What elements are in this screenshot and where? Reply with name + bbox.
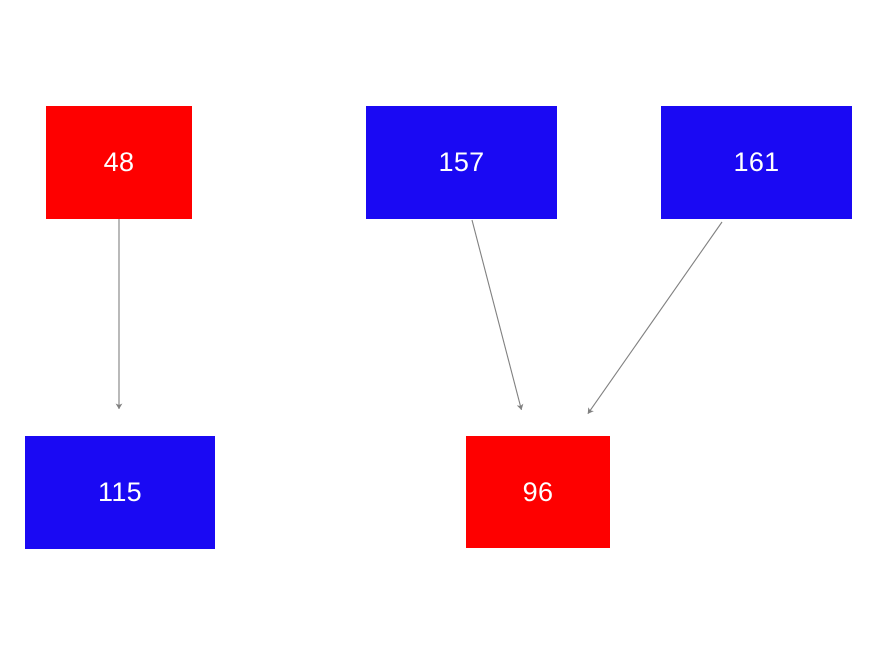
edges-group [115,219,723,415]
node-157[interactable]: 157 [366,106,557,219]
node-label-157: 157 [438,147,485,177]
node-161[interactable]: 161 [661,106,852,219]
node-label-115: 115 [98,477,142,507]
node-115[interactable]: 115 [25,436,215,549]
node-label-48: 48 [103,147,135,177]
node-label-96: 96 [522,476,554,507]
node-96[interactable]: 96 [466,436,610,548]
node-label-161: 161 [733,147,780,177]
edge-161-to-96 [587,221,723,415]
node-48[interactable]: 48 [46,106,192,219]
edge-157-to-96 [471,219,524,411]
